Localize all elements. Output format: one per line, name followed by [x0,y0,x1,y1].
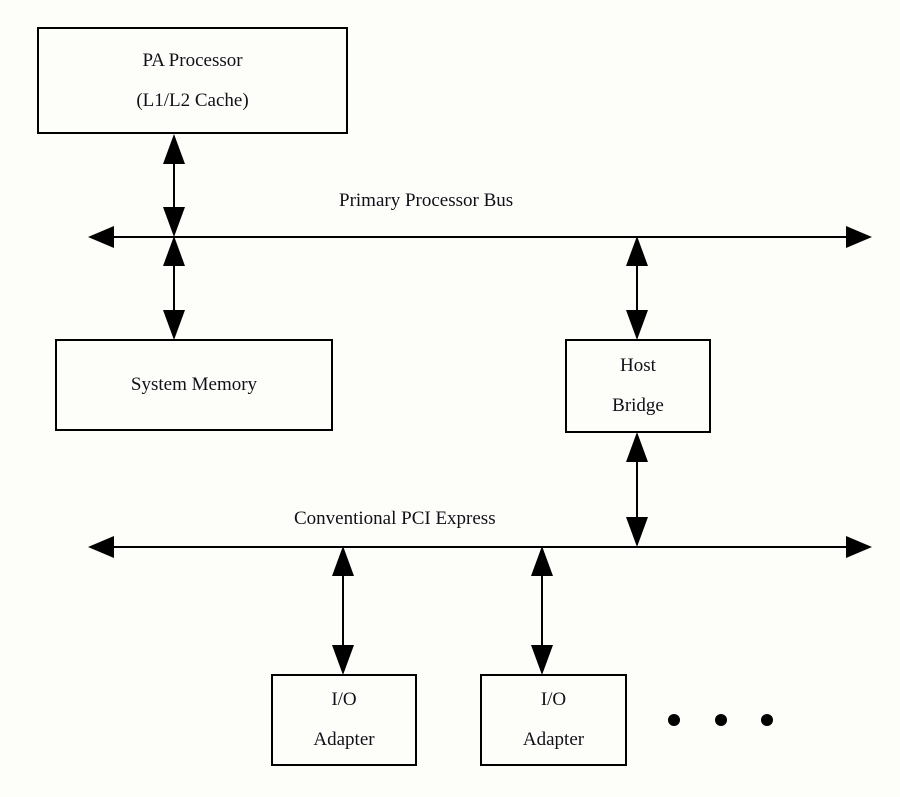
arrowhead-up-icon [626,236,648,266]
arrowhead-right-icon [846,226,872,248]
node-host-bridge-line1: Host [620,355,656,377]
connector-shaft [636,458,638,521]
pcie-bus-label: Conventional PCI Express [294,508,496,529]
node-pa-processor: PA Processor (L1/L2 Cache) [37,27,348,134]
node-io-adapter-2: I/O Adapter [480,674,627,766]
arrowhead-down-icon [332,645,354,675]
ellipsis-dot-icon [715,714,727,726]
connector-pcie-bus-to-io-adapter-2 [531,546,553,675]
arrowhead-down-icon [626,310,648,340]
connector-processor-to-primary-bus [163,134,185,237]
node-io-adapter-1: I/O Adapter [271,674,417,766]
arrowhead-up-icon [531,546,553,576]
connector-shaft [173,262,175,314]
node-host-bridge: Host Bridge [565,339,711,433]
ellipsis-dot-icon [761,714,773,726]
connector-shaft [541,572,543,649]
node-host-bridge-line2: Bridge [612,395,664,416]
arrowhead-right-icon [846,536,872,558]
connector-shaft [636,262,638,314]
node-system-memory-line1: System Memory [130,374,258,396]
connector-shaft [342,572,344,649]
arrowhead-up-icon [332,546,354,576]
arrowhead-down-icon [531,645,553,675]
arrowhead-up-icon [163,134,185,164]
node-io-adapter-1-line1: I/O [331,689,357,711]
node-io-adapter-1-line2: Adapter [313,729,375,750]
arrowhead-down-icon [626,517,648,547]
node-system-memory: System Memory [55,339,333,431]
node-pa-processor-line1: PA Processor [142,49,243,71]
primary-processor-bus-line [100,236,858,238]
node-io-adapter-2-line1: I/O [540,689,567,711]
arrowhead-left-icon [88,226,114,248]
arrowhead-down-icon [163,207,185,237]
node-io-adapter-2-line2: Adapter [522,729,585,750]
arrowhead-up-icon [626,432,648,462]
connector-primary-bus-to-host-bridge [626,236,648,340]
arrowhead-up-icon [163,236,185,266]
pcie-bus-line [100,546,858,548]
arrowhead-left-icon [88,536,114,558]
ellipsis-dot-icon [668,714,680,726]
primary-processor-bus-label: Primary Processor Bus [339,190,514,211]
additional-io-adapters-ellipsis [668,714,778,728]
connector-host-bridge-to-pcie-bus [626,432,648,547]
arrowhead-down-icon [163,310,185,340]
connector-primary-bus-to-system-memory [163,236,185,340]
node-pa-processor-line2: (L1/L2 Cache) [136,89,249,111]
connector-pcie-bus-to-io-adapter-1 [332,546,354,675]
connector-shaft [173,160,175,211]
